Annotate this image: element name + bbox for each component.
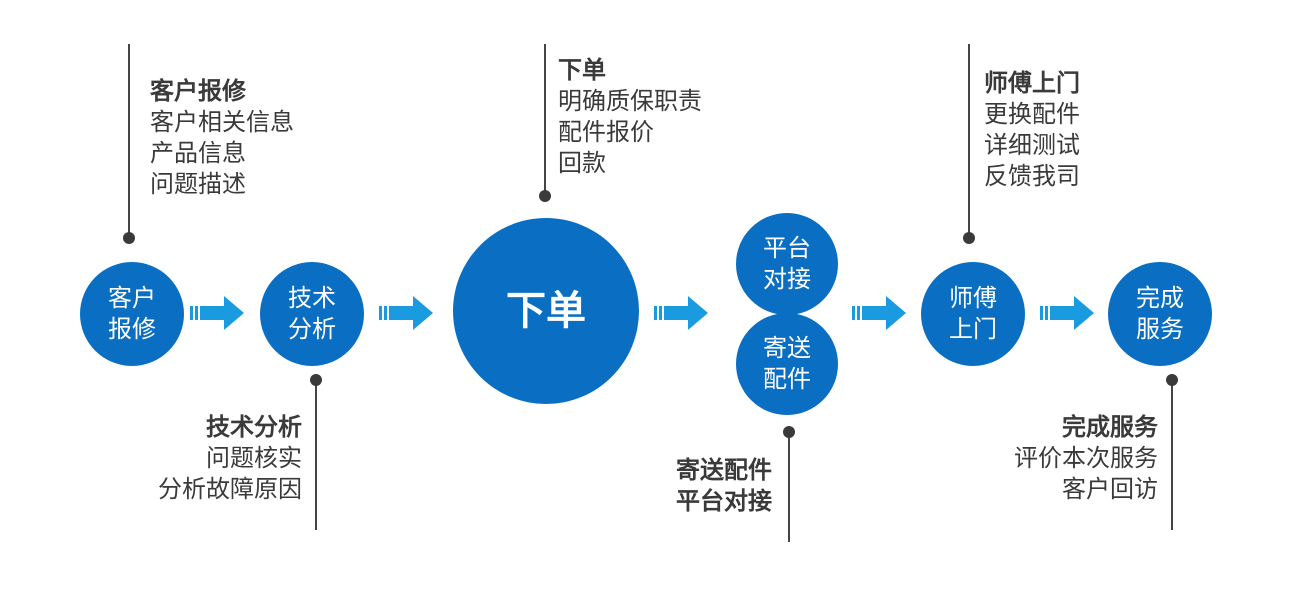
arrow-right-icon bbox=[1040, 296, 1094, 330]
step-label-line1: 师傅 bbox=[949, 284, 997, 312]
note-place-order: 下单 明确质保职责 配件报价 回款 bbox=[558, 55, 702, 179]
note-item: 详细测试 bbox=[984, 131, 1080, 159]
step-customer-report: 客户 报修 bbox=[80, 262, 184, 366]
note-item: 配件报价 bbox=[558, 118, 654, 146]
step-label-line2: 上门 bbox=[949, 315, 997, 343]
leader-line bbox=[968, 44, 970, 238]
step-label-line1: 客户 bbox=[108, 284, 156, 312]
leader-line bbox=[1171, 380, 1173, 530]
note-technician-visit: 师傅上门 更换配件 详细测试 反馈我司 bbox=[984, 68, 1080, 192]
arrow-right-icon bbox=[190, 296, 244, 330]
step-technician-visit: 师傅 上门 bbox=[921, 262, 1025, 366]
note-item: 问题描述 bbox=[150, 170, 246, 198]
step-tech-analysis: 技术 分析 bbox=[260, 262, 364, 366]
note-title: 师傅上门 bbox=[984, 69, 1080, 97]
note-complete-service: 完成服务 评价本次服务 客户回访 bbox=[1014, 412, 1158, 505]
note-item: 问题核实 bbox=[206, 444, 302, 472]
leader-dot bbox=[539, 190, 551, 202]
step-label-line1: 完成 bbox=[1136, 284, 1184, 312]
step-label-line1: 技术 bbox=[288, 284, 336, 312]
leader-dot bbox=[123, 232, 135, 244]
note-item: 更换配件 bbox=[984, 100, 1080, 128]
note-title: 客户报修 bbox=[150, 77, 246, 105]
note-title: 技术分析 bbox=[206, 413, 302, 441]
note-item: 反馈我司 bbox=[984, 162, 1080, 190]
note-item: 客户回访 bbox=[1062, 475, 1158, 503]
leader-line bbox=[128, 44, 130, 238]
leader-dot bbox=[963, 232, 975, 244]
note-item: 客户相关信息 bbox=[150, 108, 294, 136]
step-label-line1: 寄送 bbox=[763, 334, 811, 362]
note-title: 完成服务 bbox=[1062, 413, 1158, 441]
note-item: 评价本次服务 bbox=[1014, 444, 1158, 472]
step-label-line1: 平台 bbox=[763, 234, 811, 262]
leader-dot bbox=[783, 426, 795, 438]
leader-dot bbox=[310, 374, 322, 386]
step-ship-parts: 寄送 配件 bbox=[736, 313, 838, 415]
step-platform-connect: 平台 对接 bbox=[736, 213, 838, 315]
step-label: 下单 bbox=[506, 287, 586, 334]
step-label-line2: 分析 bbox=[288, 315, 336, 343]
arrow-right-icon bbox=[654, 296, 708, 330]
step-place-order: 下单 bbox=[453, 218, 639, 404]
note-customer-report: 客户报修 客户相关信息 产品信息 问题描述 bbox=[150, 76, 294, 200]
leader-line bbox=[315, 380, 317, 530]
note-tech-analysis: 技术分析 问题核实 分析故障原因 bbox=[158, 412, 302, 505]
note-item: 平台对接 bbox=[676, 487, 772, 515]
arrow-right-icon bbox=[852, 296, 906, 330]
leader-line bbox=[544, 44, 546, 196]
note-item: 回款 bbox=[558, 149, 606, 177]
note-title: 下单 bbox=[558, 56, 606, 84]
step-label-line2: 服务 bbox=[1136, 315, 1184, 343]
leader-line bbox=[788, 432, 790, 542]
step-complete-service: 完成 服务 bbox=[1108, 262, 1212, 366]
note-item: 分析故障原因 bbox=[158, 475, 302, 503]
note-ship-parts: 寄送配件 平台对接 bbox=[676, 455, 772, 517]
arrow-right-icon bbox=[379, 296, 433, 330]
leader-dot bbox=[1166, 374, 1178, 386]
step-label-line2: 报修 bbox=[108, 315, 156, 343]
note-title: 寄送配件 bbox=[676, 456, 772, 484]
note-item: 明确质保职责 bbox=[558, 87, 702, 115]
step-label-line2: 配件 bbox=[763, 365, 811, 393]
note-item: 产品信息 bbox=[150, 139, 246, 167]
step-label-line2: 对接 bbox=[763, 265, 811, 293]
